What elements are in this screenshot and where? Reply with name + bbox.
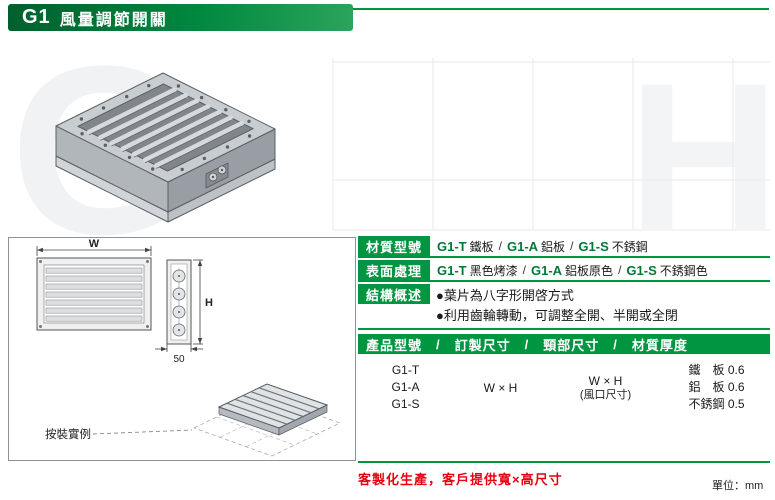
flange-bolt-holes xyxy=(79,83,252,172)
model-desc: 鋁板 xyxy=(541,239,566,254)
model-desc: 不銹鋼色 xyxy=(659,263,708,278)
product-isometric-drawing xyxy=(55,72,276,223)
spec-row-label: 表面處理 xyxy=(358,260,430,280)
page-title-banner: G1 風量調節開關 xyxy=(8,4,353,31)
page-title-text: 風量調節開關 xyxy=(59,11,168,29)
model-desc: 鐵板 xyxy=(469,239,494,254)
thickness-row: 鋁 板 0.6 xyxy=(688,380,745,394)
louver-blades xyxy=(86,87,245,169)
structure-bullet: ●葉片為八字形開啓方式 xyxy=(436,288,574,303)
model-code: G1-A xyxy=(506,238,539,254)
structure-bullet: ●利用齒輪轉動，可調整全開、半開或全閉 xyxy=(436,308,678,323)
front-view xyxy=(36,257,152,331)
model-code: G1-S xyxy=(578,238,609,254)
model-desc: 鋁板原色 xyxy=(565,263,614,278)
column-separator: / xyxy=(436,336,441,352)
column-header: 材質厚度 xyxy=(631,337,688,353)
model-code: G1-A xyxy=(530,262,563,278)
value-separator: / xyxy=(498,239,502,253)
dimension-drawing-panel: W H xyxy=(8,237,356,461)
spec-row-label: 材質型號 xyxy=(358,236,430,256)
dimension-drawings: W H xyxy=(36,238,342,457)
dimension-w xyxy=(36,246,152,256)
header-rule xyxy=(8,8,769,10)
background-watermark-letter: H xyxy=(628,39,775,274)
height-dimension-label: H xyxy=(205,297,213,309)
model-code: G1-T xyxy=(437,262,467,278)
column-header: 訂製尺寸 xyxy=(454,337,511,353)
page-title-code: G1 xyxy=(22,6,51,28)
unit-note: 單位：mm xyxy=(712,480,764,492)
model-code: G1-T xyxy=(437,238,467,254)
model-desc: 黑色烤漆 xyxy=(469,263,518,278)
custom-production-note: 客製化生產，客戶提供寬×高尺寸 xyxy=(358,472,563,487)
column-header: 產品型號 xyxy=(366,337,423,353)
neck-size-note: (風口尺寸) xyxy=(579,388,632,401)
install-example-drawing xyxy=(192,383,342,457)
side-view xyxy=(166,259,192,345)
width-dimension-label: W xyxy=(89,238,100,250)
column-separator: / xyxy=(613,336,618,352)
spec-row-value: ●葉片為八字形開啓方式 ●利用齒輪轉動，可調整全開、半開或全閉 xyxy=(430,284,678,328)
model-row: G1-T xyxy=(391,363,420,377)
dimension-depth xyxy=(155,344,203,352)
value-separator: / xyxy=(522,263,526,277)
custom-size-value: W × H xyxy=(483,380,518,395)
model-row: G1-S xyxy=(391,397,420,411)
value-separator: / xyxy=(570,239,574,253)
model-row: G1-A xyxy=(391,380,420,394)
gear-mechanism xyxy=(205,162,229,189)
depth-dimension-label: 50 xyxy=(173,354,185,365)
thickness-row: 不銹鋼 0.5 xyxy=(688,397,745,411)
column-header: 頸部尺寸 xyxy=(543,337,600,353)
value-separator: / xyxy=(618,263,622,277)
column-separator: / xyxy=(524,336,530,352)
spec-table-body: G1-T G1-A G1-S W × H W × H (風口尺寸) 鐵 板 0.6 鋁… xyxy=(358,354,770,463)
spec-table-header: 產品型號 / 訂製尺寸 / 頸部尺寸 / 材質厚度 xyxy=(358,334,770,354)
dimension-h xyxy=(193,259,203,345)
model-list: G1-T G1-A G1-S xyxy=(358,362,453,413)
spec-row-label: 結構概述 xyxy=(358,284,430,304)
install-example-label: 按裝實例 xyxy=(45,427,91,441)
thickness-list: 鐵 板 0.6 鋁 板 0.6 不銹鋼 0.5 xyxy=(663,362,770,413)
custom-size-cell: W × H xyxy=(453,381,548,395)
leader-line xyxy=(92,429,193,435)
model-desc: 不銹鋼 xyxy=(611,239,648,254)
spec-row-structure: 結構概述 ●葉片為八字形開啓方式 ●利用齒輪轉動，可調整全開、半開或全閉 xyxy=(358,284,770,330)
neck-size-cell: W × H (風口尺寸) xyxy=(548,374,663,402)
neck-size-value: W × H xyxy=(588,373,623,388)
model-code: G1-S xyxy=(626,262,657,278)
thickness-row: 鐵 板 0.6 xyxy=(688,363,745,377)
